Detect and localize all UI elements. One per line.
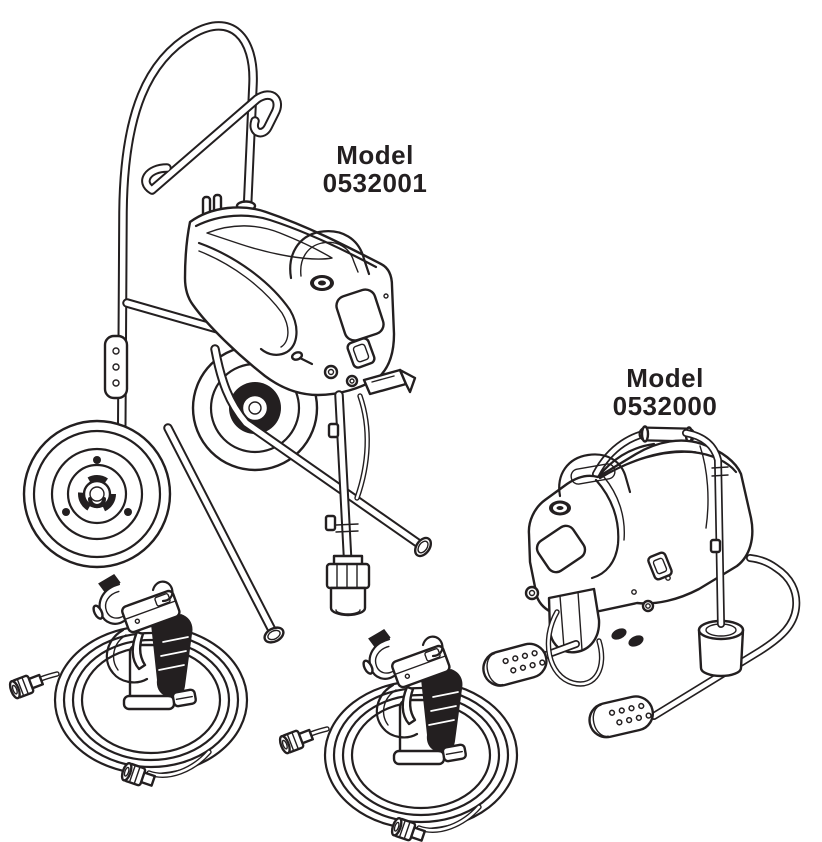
stand-sprayer-unit	[478, 425, 801, 742]
power-switch	[346, 337, 376, 369]
model-number: 0532001	[322, 168, 428, 198]
fill-cap	[549, 500, 571, 516]
cart-leg-left	[163, 423, 285, 644]
inlet-filter	[325, 554, 371, 617]
cart-leg-right	[210, 344, 433, 558]
foam-grip-rear	[584, 691, 658, 742]
power-switch	[647, 551, 673, 581]
suction-tube	[324, 390, 371, 617]
spray-gun-hose-coil-center	[278, 628, 517, 842]
spray-gun-hose-coil-left	[8, 573, 247, 789]
model-label-0532001: Model 0532001	[295, 141, 455, 197]
push-handle	[141, 90, 282, 195]
sprayer-motor-housing-compact	[527, 439, 754, 618]
model-label-0532000: Model 0532000	[585, 364, 745, 420]
cart-handle-frame	[116, 21, 258, 561]
cart-sprayer-unit	[22, 21, 433, 644]
control-panel-window	[535, 524, 587, 574]
stand-rear-tube	[650, 554, 801, 720]
carry-handle	[289, 230, 371, 280]
suction-loop	[545, 609, 605, 687]
carry-handle	[558, 453, 632, 498]
fill-cap	[310, 275, 334, 291]
frame-clamp-bracket	[103, 334, 129, 400]
pump-block	[524, 585, 655, 654]
model-word: Model	[336, 140, 414, 170]
pressure-valve-knob	[611, 628, 644, 647]
foam-grip-front	[478, 638, 552, 691]
sprayer-motor-housing	[183, 206, 396, 397]
suction-down-tube	[682, 429, 729, 628]
control-panel-window	[335, 288, 385, 342]
model-word: Model	[626, 363, 704, 393]
model-number: 0532000	[612, 391, 718, 421]
transport-wheel	[22, 419, 172, 569]
drip-cup	[697, 619, 745, 678]
pump-fittings	[290, 351, 417, 396]
